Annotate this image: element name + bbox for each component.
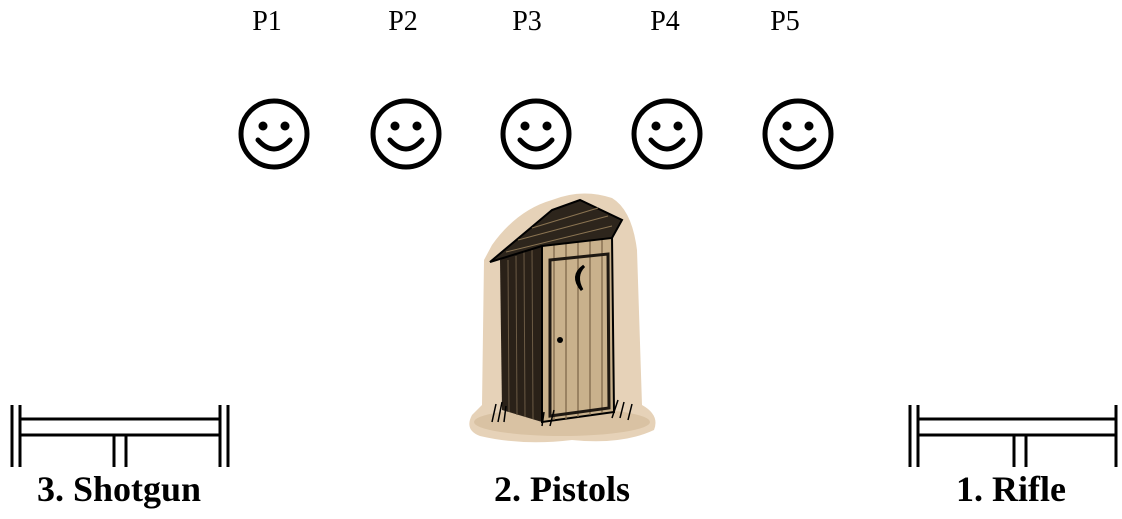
smiley-face-icon — [238, 98, 310, 170]
smiley-face-icon — [370, 98, 442, 170]
shooting-table-icon — [10, 405, 230, 467]
position-label-p4: P4 — [650, 6, 680, 37]
stage-label-pistols: 2. Pistols — [493, 469, 630, 509]
position-label-p2: P2 — [388, 6, 418, 37]
smiley-face-icon — [762, 98, 834, 170]
position-label-p1: P1 — [252, 6, 282, 37]
position-label-p5: P5 — [770, 6, 800, 37]
stage-label-shotgun: 3. Shotgun — [36, 469, 202, 509]
outhouse-illustration — [469, 193, 656, 443]
position-label-p3: P3 — [512, 6, 542, 37]
smiley-face-icon — [631, 98, 703, 170]
stage-label-rifle: 1. Rifle — [956, 469, 1066, 509]
smiley-face-icon — [500, 98, 572, 170]
shooting-table-icon — [908, 405, 1118, 467]
